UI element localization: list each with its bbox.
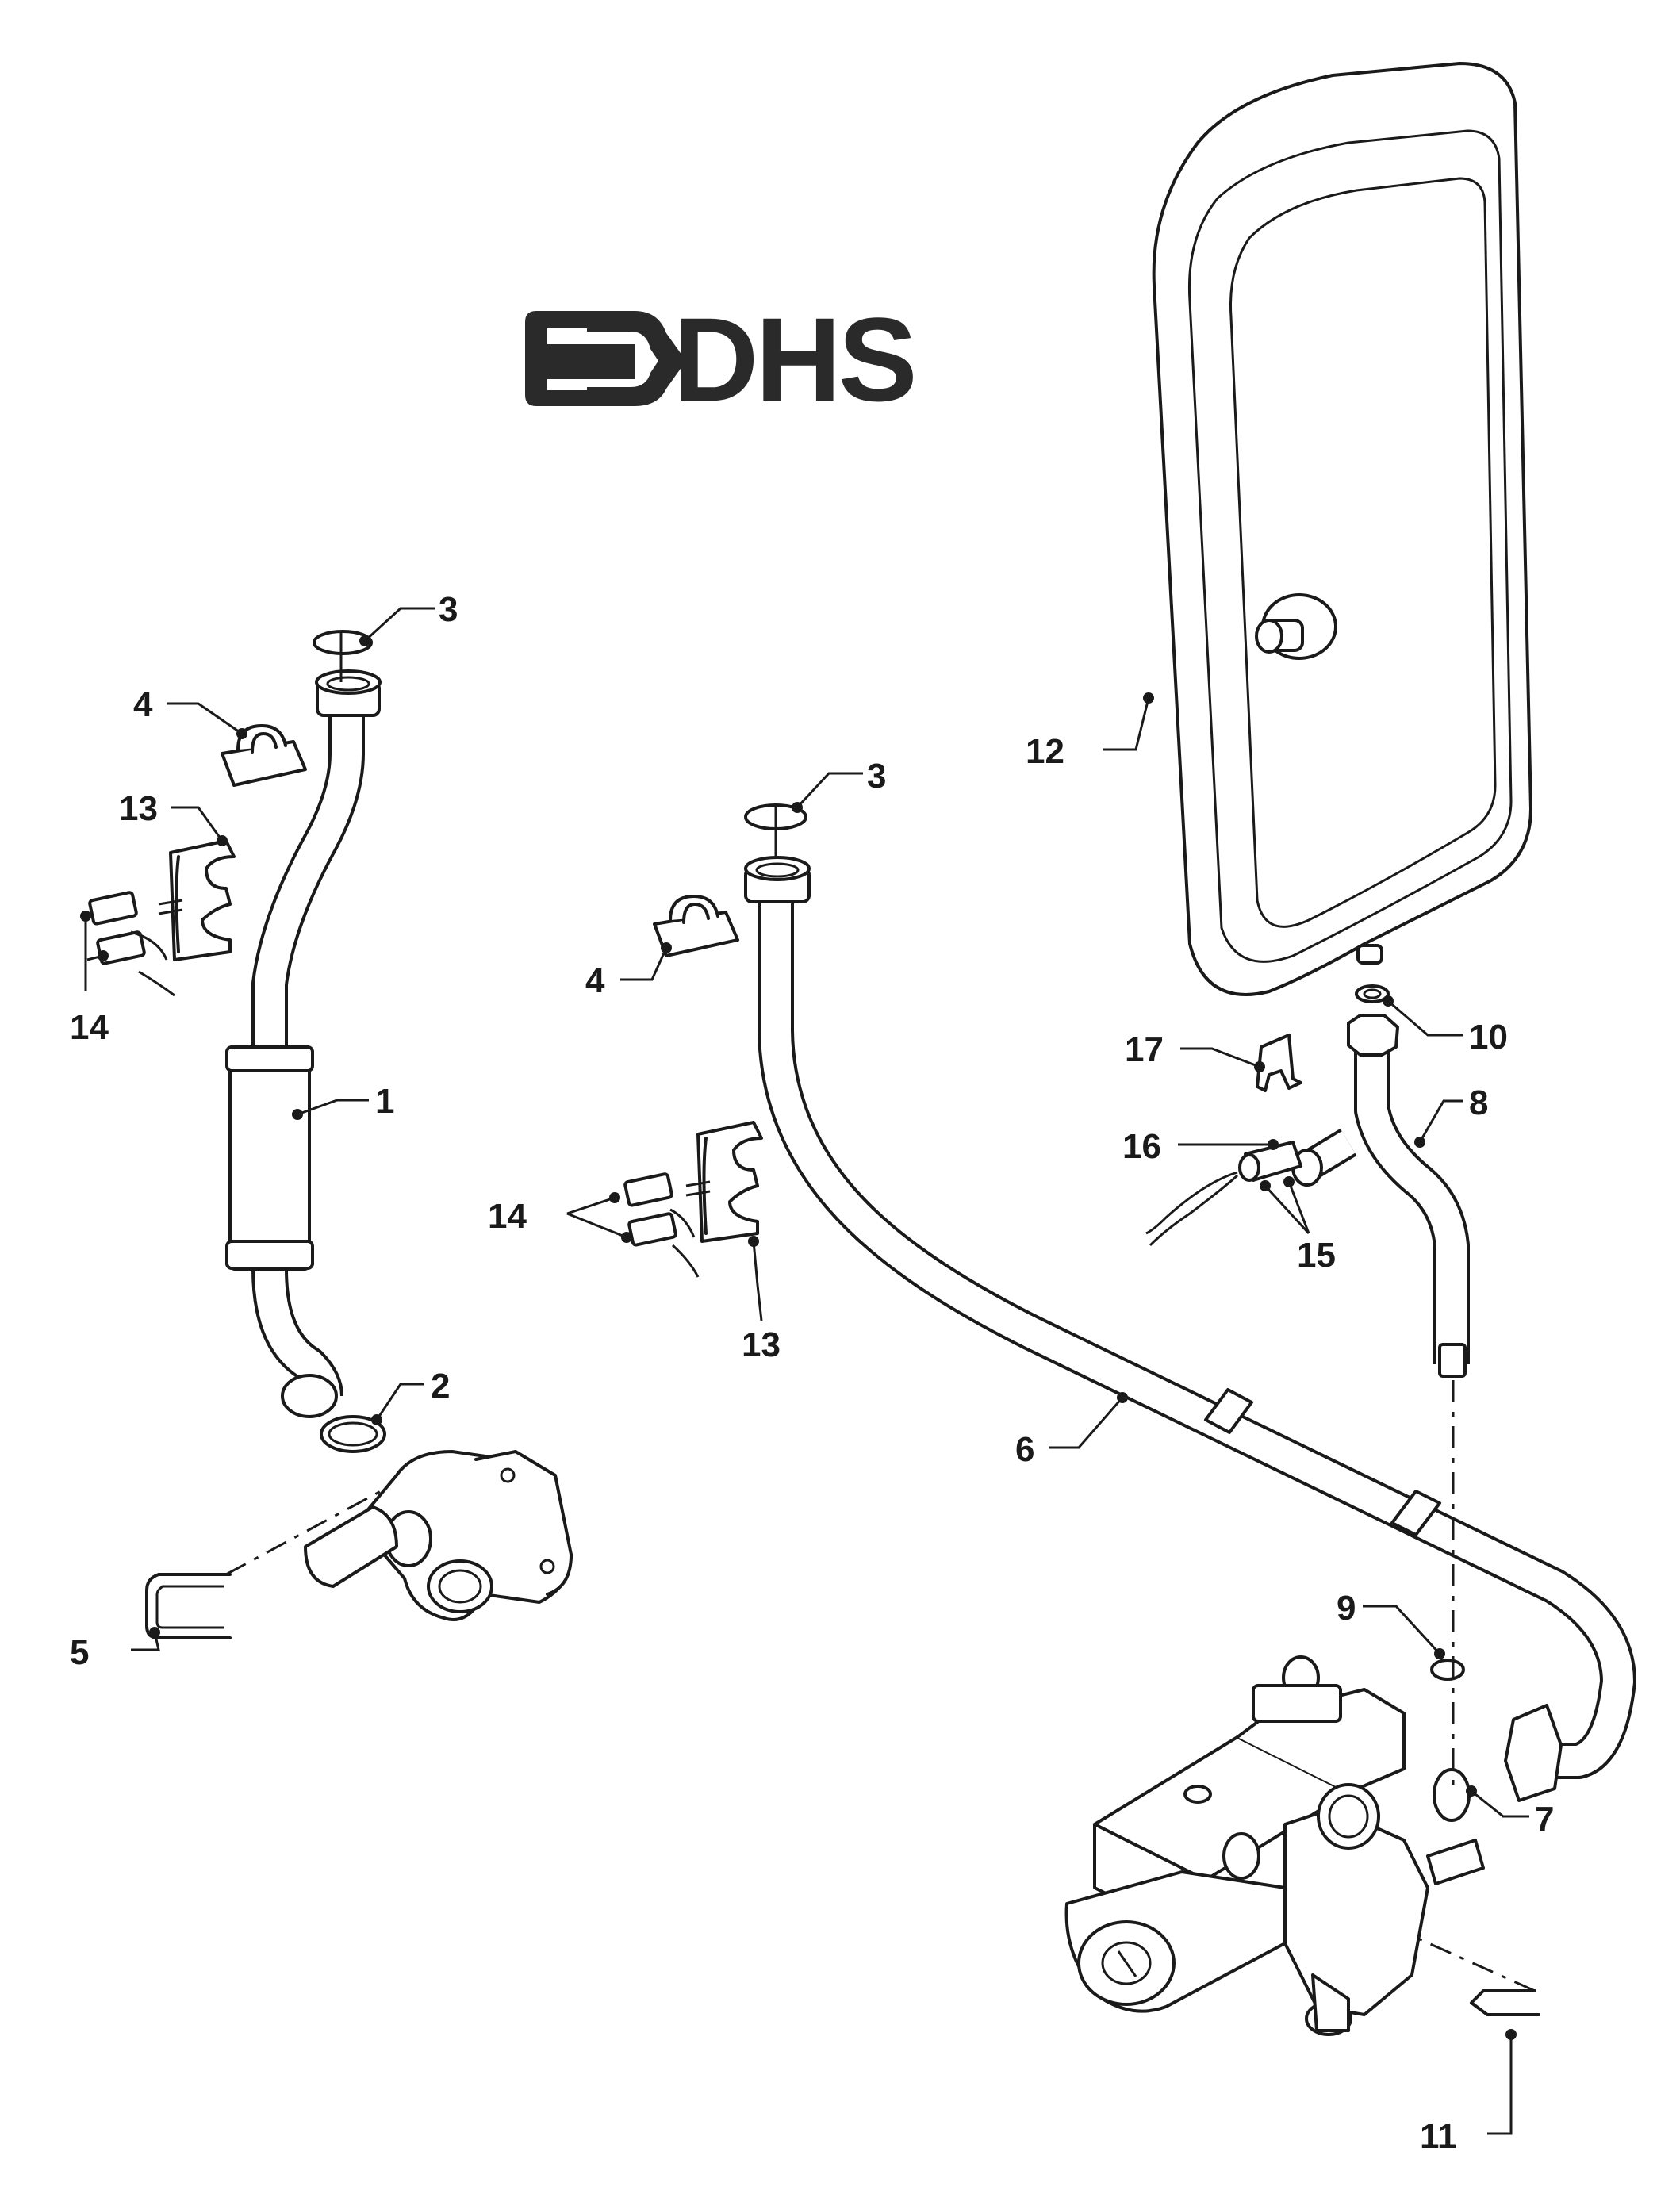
callout-16: 16: [1122, 1127, 1161, 1166]
o-ring-pump: [1433, 1768, 1471, 1822]
expansion-vessel: [1152, 62, 1532, 996]
leader-lines: [80, 607, 1529, 2135]
callout-14-middle: 14: [488, 1197, 527, 1236]
callout-10: 10: [1469, 1018, 1508, 1057]
sensor-clip-middle: [685, 1121, 763, 1243]
vessel-valve: [1255, 593, 1337, 660]
connector-left: [88, 891, 175, 997]
sensor-bracket: [1256, 1034, 1302, 1092]
o-ring-vessel: [1355, 984, 1390, 1003]
callout-6: 6: [1015, 1430, 1034, 1469]
o-ring-top-left: [313, 630, 373, 682]
dhs-logo: DHS: [525, 293, 918, 426]
callout-11: 11: [1420, 2117, 1457, 2156]
vessel-pipe: [1291, 1014, 1470, 1785]
callout-1: 1: [375, 1082, 394, 1121]
callout-9: 9: [1337, 1589, 1356, 1628]
callout-4-left: 4: [133, 685, 153, 724]
connector-middle: [623, 1172, 700, 1278]
callout-labels: 3 3 4 4 13 13 14 14 1 2 5 6 9 7 10 8 17 …: [70, 590, 1554, 2156]
logo-text: DHS: [673, 293, 915, 426]
o-ring-diverter: [320, 1415, 386, 1453]
o-ring-top-middle: [744, 803, 807, 857]
arrow-into-bracket-logo: [525, 311, 686, 406]
callout-3-left: 3: [439, 590, 458, 629]
pump-clip: [1419, 1938, 1540, 2016]
callout-12: 12: [1026, 732, 1064, 771]
diverter-valve: [304, 1450, 573, 1621]
callout-17: 17: [1125, 1030, 1164, 1069]
callout-13-left: 13: [119, 789, 158, 828]
callout-3-middle: 3: [867, 757, 886, 796]
flow-pipe: [225, 669, 382, 1418]
retaining-clip: [145, 1490, 382, 1639]
o-ring-small: [1430, 1659, 1465, 1681]
circulating-pump: [1064, 1655, 1485, 2036]
callout-2: 2: [431, 1367, 450, 1406]
callout-5: 5: [70, 1633, 89, 1672]
temperature-sensor: [1145, 1141, 1302, 1247]
pipe-clip-left: [221, 724, 307, 787]
sensor-clip-left: [158, 839, 236, 961]
callout-13-middle: 13: [742, 1325, 781, 1364]
callout-15: 15: [1297, 1236, 1336, 1275]
callout-8: 8: [1469, 1083, 1488, 1122]
callout-4-middle: 4: [585, 961, 605, 1000]
return-pipe: [744, 856, 1636, 1802]
callout-7: 7: [1535, 1800, 1554, 1839]
callout-14-left: 14: [70, 1008, 109, 1047]
